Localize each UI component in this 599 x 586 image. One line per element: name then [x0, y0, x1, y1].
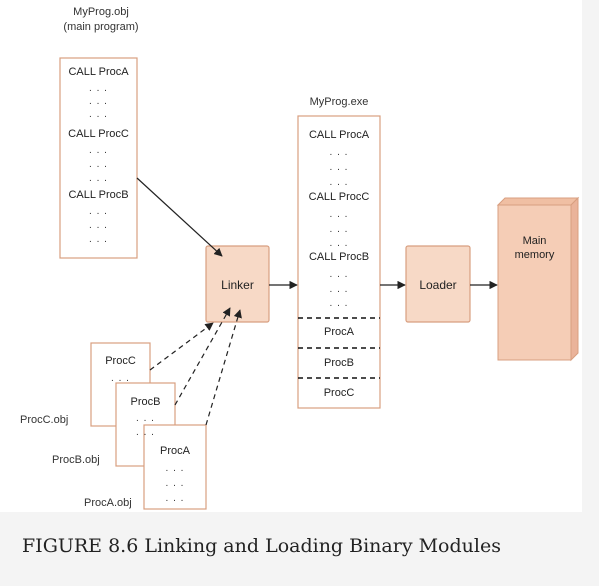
memory-label-line1: Main: [522, 235, 547, 247]
exe-dots-3: . . .: [329, 177, 349, 188]
procb-file-label: ProcB.obj: [52, 454, 100, 466]
exe-call-procc: CALL ProcC: [308, 191, 370, 203]
proca-module-title: ProcA: [160, 445, 190, 457]
linker-label: Linker: [221, 278, 254, 292]
exe-dots-6: . . .: [329, 238, 349, 249]
procc-module-dots: . . .: [111, 373, 130, 384]
proca-module-dots-3: . . .: [165, 493, 185, 504]
proca-module-box: [143, 424, 207, 510]
exe-call-proca: CALL ProcA: [308, 129, 370, 141]
procb-to-linker-arrow: [174, 307, 231, 406]
obj-label-line2: (main program): [63, 21, 139, 33]
proca-module-dots-2: . . .: [165, 478, 185, 489]
procc-module-title: ProcC: [105, 355, 136, 367]
obj-dots-9: . . .: [89, 234, 108, 245]
exe-call-procb: CALL ProcB: [308, 251, 370, 263]
obj-call-proca: CALL ProcA: [68, 66, 129, 78]
obj-to-linker-arrow: [136, 177, 223, 257]
proca-module-dots-1: . . .: [165, 463, 185, 474]
obj-call-procb: CALL ProcB: [68, 189, 129, 201]
exe-dots-2: . . .: [329, 162, 349, 173]
exe-dots-5: . . .: [329, 224, 349, 235]
procb-module-dots-1: . . .: [136, 413, 155, 424]
memory-box-side: [570, 196, 579, 362]
memory-box-top: [496, 197, 580, 206]
obj-dots-7: . . .: [89, 206, 108, 217]
myprog-exe-box: [297, 115, 381, 409]
obj-dots-1: . . .: [89, 83, 108, 94]
obj-dots-8: . . .: [89, 220, 108, 231]
memory-box: [497, 204, 572, 361]
obj-dots-4: . . .: [89, 145, 108, 156]
linker-box: [205, 245, 270, 323]
proca-to-linker-arrow: [205, 309, 242, 426]
figure-caption: FIGURE 8.6 Linking and Loading Binary Mo…: [22, 535, 501, 557]
obj-dots-6: . . .: [89, 173, 108, 184]
obj-dots-2: . . .: [89, 96, 108, 107]
memory-label-line2: memory: [514, 249, 555, 261]
loader-box: [405, 245, 471, 323]
exe-dots-7: . . .: [329, 269, 349, 280]
exe-proca: ProcA: [324, 326, 354, 338]
exe-dots-8: . . .: [329, 284, 349, 295]
procc-to-linker-arrow: [149, 322, 214, 371]
exe-dots-4: . . .: [329, 209, 349, 220]
exe-label: MyProg.exe: [309, 96, 369, 108]
obj-label-line1: MyProg.obj: [73, 6, 129, 18]
obj-dots-5: . . .: [89, 159, 108, 170]
procb-module-dots-2: . . .: [136, 427, 155, 438]
obj-call-procc: CALL ProcC: [68, 128, 129, 140]
proca-file-label: ProcA.obj: [84, 497, 132, 509]
myprog-obj-box: [59, 57, 138, 259]
obj-dots-3: . . .: [89, 109, 108, 120]
exe-dots-9: . . .: [329, 298, 349, 309]
exe-dots-1: . . .: [329, 147, 349, 158]
procb-module-title: ProcB: [130, 396, 161, 408]
loader-label: Loader: [419, 278, 457, 292]
exe-procc: ProcC: [323, 387, 355, 399]
procc-file-label: ProcC.obj: [20, 414, 69, 426]
exe-procb: ProcB: [324, 357, 354, 369]
